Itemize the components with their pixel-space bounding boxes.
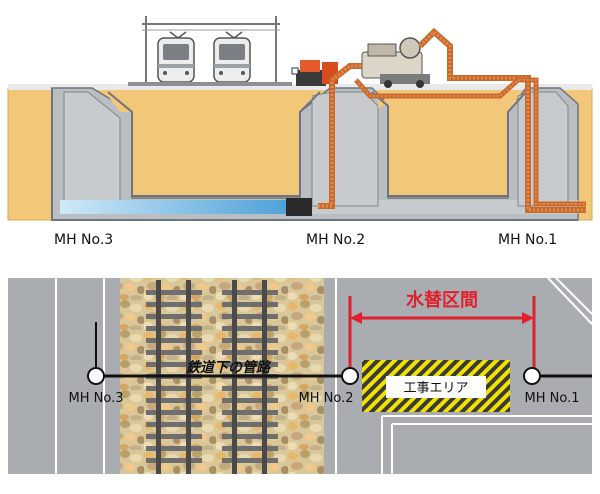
label-work-area: 工事エリア (403, 381, 468, 396)
plan-view: 工事エリア 水替区間 鉄道下の管路 MH No.3 MH No.2 MH No.… (8, 277, 593, 474)
pump-icon (291, 60, 338, 86)
label-pipe-under-rail: 鉄道下の管路 (186, 359, 272, 376)
dewatering-interval (348, 296, 536, 372)
generator-icon (361, 37, 430, 88)
cross-section: MH No.3 MH No.2 MH No.1 (7, 16, 593, 248)
label-mh1-plan: MH No.1 (525, 391, 580, 406)
label-mh3-section: MH No.3 (54, 232, 113, 248)
label-dewatering-interval: 水替区間 (406, 289, 478, 311)
sewage-water (60, 200, 286, 214)
label-mh1-section: MH No.1 (498, 232, 557, 248)
manhole-3-marker (87, 367, 105, 385)
soil-block-left (108, 96, 312, 196)
label-mh2-plan: MH No.2 (299, 391, 354, 406)
manhole-2-shaft (311, 91, 379, 207)
ground-surface (8, 84, 592, 90)
soil-block-right (378, 100, 518, 196)
train-icon (128, 16, 292, 86)
water-transfer-hose (318, 27, 586, 213)
label-mh2-section: MH No.2 (306, 232, 365, 248)
label-mh3-plan: MH No.3 (69, 391, 124, 406)
manhole-3-shaft (63, 91, 121, 207)
manhole-1-marker (523, 367, 541, 385)
pipe-plug (286, 198, 312, 216)
manhole-2-marker (341, 367, 359, 385)
